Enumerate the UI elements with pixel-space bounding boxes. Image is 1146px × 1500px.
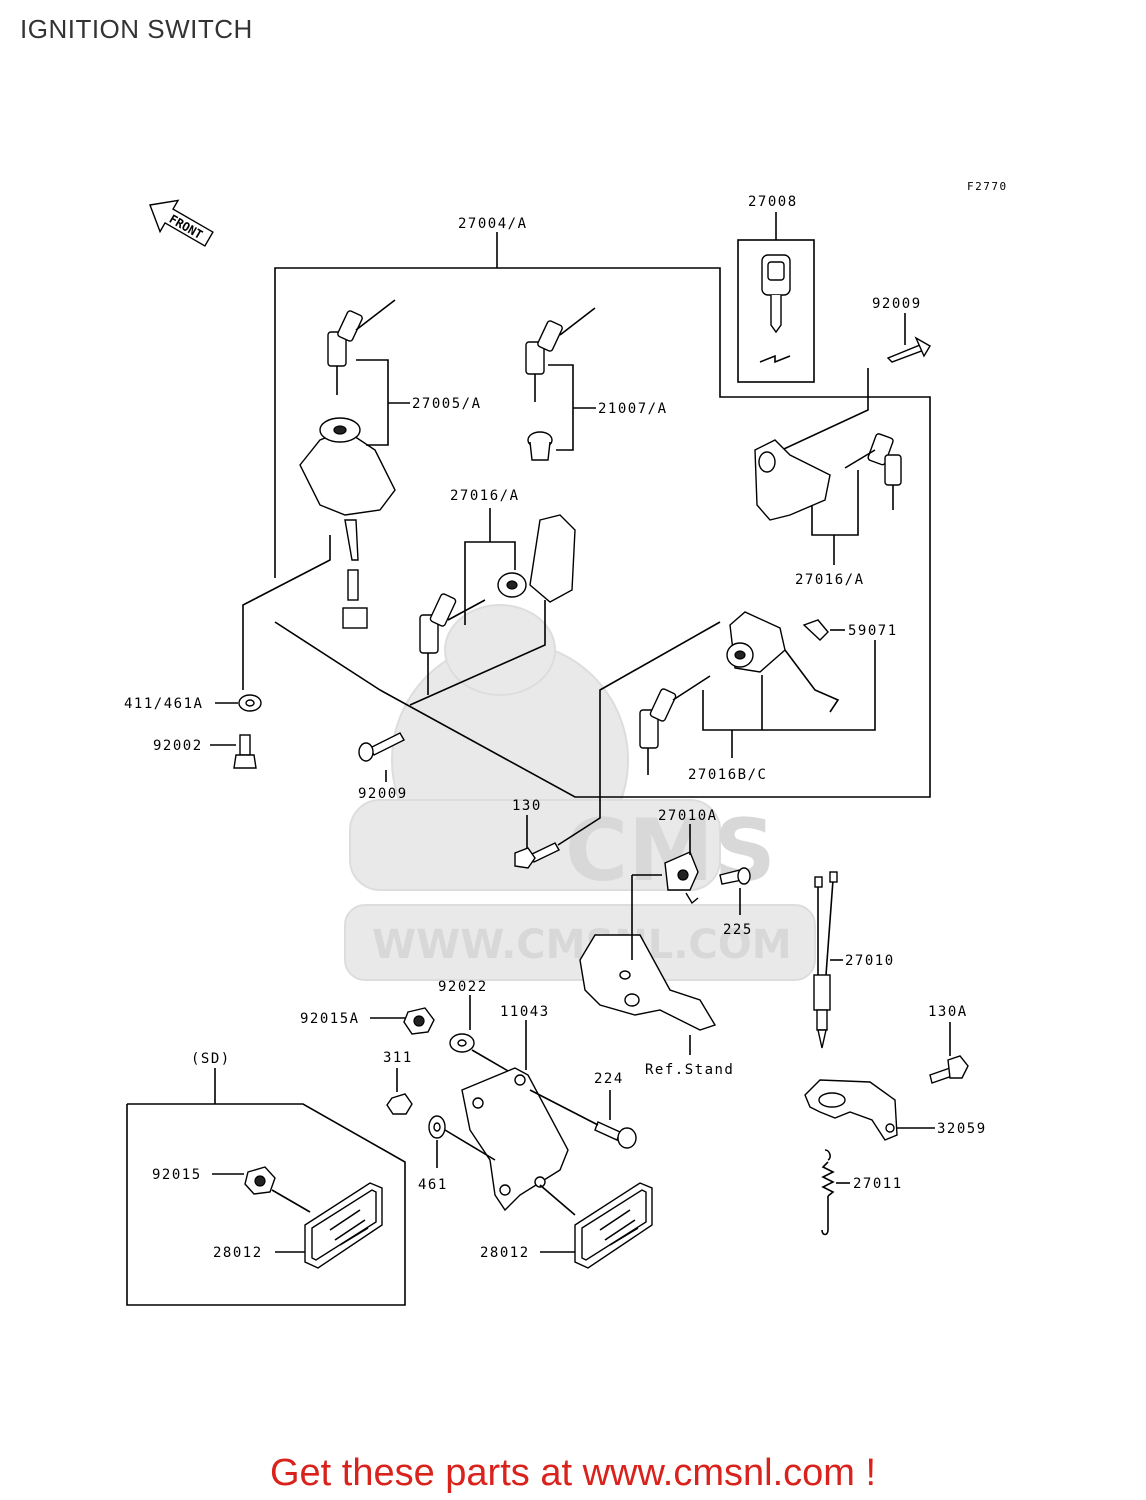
front-arrow-icon: FRONT — [149, 199, 214, 247]
callout-21007a: 21007/A — [598, 401, 668, 417]
callout-11043: 11043 — [500, 1004, 550, 1020]
callout-27016a-right: 27016/A — [795, 572, 865, 588]
stand-bracket-part — [579, 934, 717, 1031]
seat-lock-27016a-mid-part — [419, 514, 576, 695]
callout-28012-left: 28012 — [213, 1245, 263, 1261]
callout-224: 224 — [594, 1071, 624, 1087]
figure-code: F2770 — [967, 180, 1008, 193]
screw-92009-mid-icon — [358, 732, 405, 762]
callout-92022: 92022 — [438, 979, 488, 995]
callout-461: 461 — [418, 1177, 448, 1193]
callout-27008: 27008 — [748, 194, 798, 210]
switch-27010a-part — [664, 851, 699, 905]
callout-92015a: 92015A — [300, 1011, 360, 1027]
key-set-27005a-icon — [327, 299, 396, 395]
callout-92002: 92002 — [153, 738, 203, 754]
spring-27011-icon — [821, 1149, 835, 1236]
callout-32059: 32059 — [937, 1121, 987, 1137]
seat-lock-27016a-right-part — [754, 433, 902, 521]
page-title: IGNITION SWITCH — [20, 14, 253, 44]
washer-92022-icon — [449, 1033, 475, 1053]
reflector-28012-right-part — [574, 1182, 653, 1269]
watermark-logo: CMS WWW.CMSNL.COM — [344, 604, 816, 981]
callout-sd: (SD) — [191, 1051, 231, 1067]
callout-27016bc: 27016B/C — [688, 767, 767, 783]
callout-130a: 130A — [928, 1004, 968, 1020]
callout-27010: 27010 — [845, 953, 895, 969]
callout-27010a: 27010A — [658, 808, 718, 824]
clip-59071-icon — [802, 619, 829, 641]
screw-225-icon — [719, 867, 751, 885]
screw-92009-top-icon — [886, 336, 931, 363]
callout-27011: 27011 — [853, 1176, 903, 1192]
callout-92009-mid: 92009 — [358, 786, 408, 802]
callout-27016a-mid: 27016/A — [450, 488, 520, 504]
callout-92009-top: 92009 — [872, 296, 922, 312]
callout-27005a: 27005/A — [412, 396, 482, 412]
washer-411-461a-icon — [238, 694, 262, 712]
nut-92015a-icon — [403, 1007, 435, 1035]
switch-27010-part — [813, 871, 838, 1049]
callout-411-461a: 411/461A — [124, 696, 203, 712]
get-parts-link[interactable]: Get these parts at www.cmsnl.com ! — [269, 1452, 877, 1494]
callout-92015: 92015 — [152, 1167, 202, 1183]
sd-variant-box — [126, 1068, 406, 1306]
bolt-130a-icon — [929, 1055, 969, 1084]
callout-28012-right: 28012 — [480, 1245, 530, 1261]
callout-59071: 59071 — [848, 623, 898, 639]
nut-92015-icon — [244, 1166, 276, 1195]
bolt-224-icon — [594, 1121, 637, 1149]
bracket-11043-part — [461, 1067, 569, 1212]
key-set-21007a-icon — [525, 307, 596, 461]
clamp-32059-part — [804, 1079, 898, 1141]
bolt-92002-icon — [233, 734, 257, 769]
nut-311-icon — [386, 1093, 413, 1115]
reflector-28012-left-part — [304, 1182, 383, 1269]
bolt-130-icon — [514, 842, 560, 869]
assembly-brackets — [274, 212, 931, 798]
helmet-lock-27016bc-part — [639, 611, 840, 775]
callout-225: 225 — [723, 922, 753, 938]
master-key-27008-icon — [759, 254, 791, 364]
callout-ref-stand: Ref.Stand — [645, 1062, 734, 1078]
callout-130: 130 — [512, 798, 542, 814]
washer-461-icon — [428, 1115, 446, 1139]
ignition-switch-part — [299, 417, 396, 629]
callout-27004a: 27004/A — [458, 216, 528, 232]
callout-311: 311 — [383, 1050, 413, 1066]
